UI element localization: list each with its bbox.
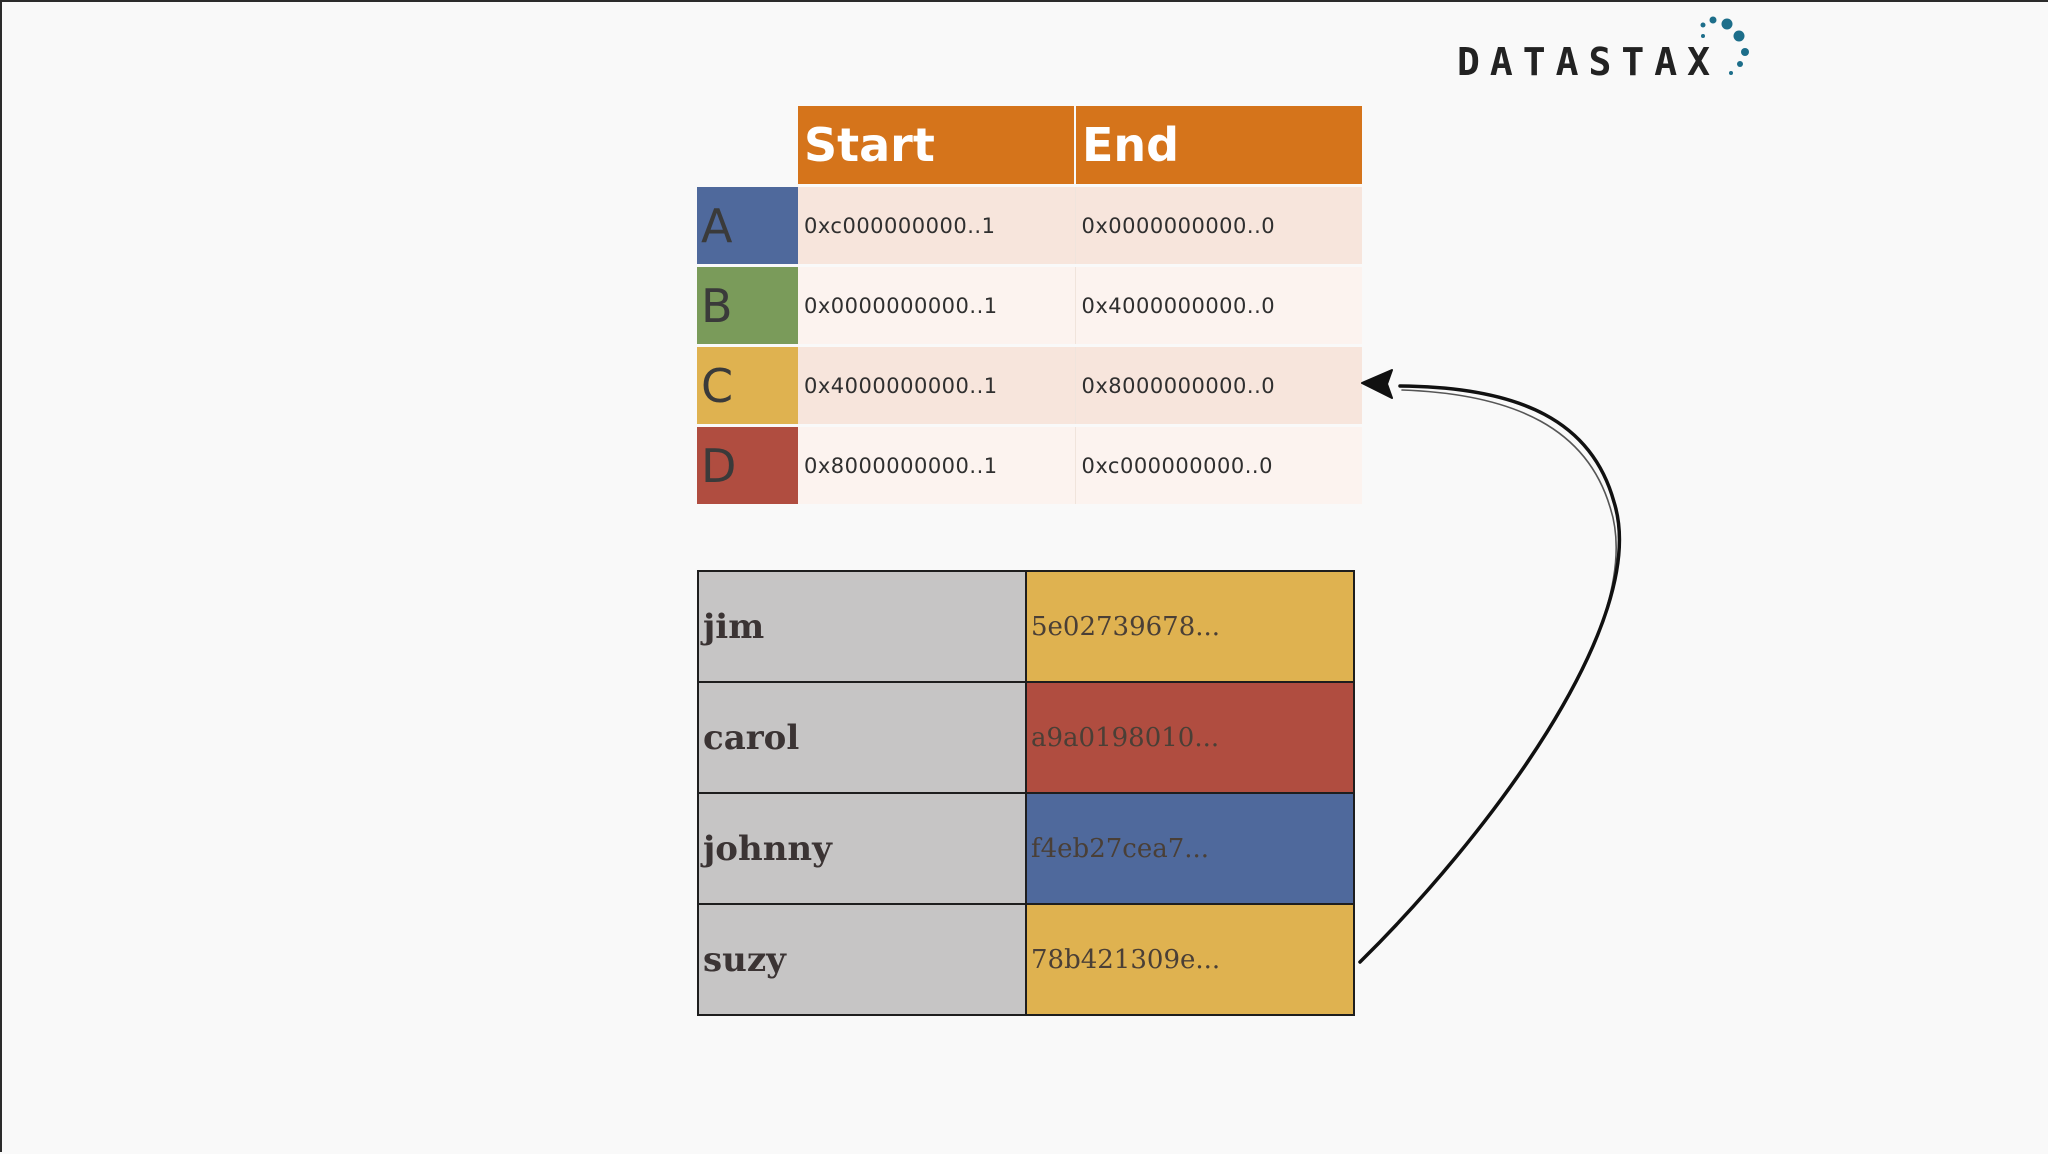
range-start: 0x4000000000..1 [798, 344, 1076, 426]
arrow-curve [1358, 384, 1622, 964]
logo-text: DATASTAX [1457, 40, 1721, 84]
key-row: suzy 78b421309e... [697, 903, 1355, 1016]
range-row-b: B 0x0000000000..1 0x4000000000..0 [697, 264, 1362, 346]
datastax-logo: DATASTAX [1457, 16, 1767, 86]
key-row: jim 5e02739678... [697, 570, 1355, 683]
range-row-d: D 0x8000000000..1 0xc000000000..0 [697, 424, 1362, 504]
range-row-c: C 0x4000000000..1 0x8000000000..0 [697, 344, 1362, 426]
range-row-a: A 0xc000000000..1 0x0000000000..0 [697, 184, 1362, 266]
key-hash: a9a0198010... [1025, 681, 1355, 794]
key-name: johnny [697, 792, 1027, 905]
node-label: B [697, 264, 798, 346]
key-name: jim [697, 570, 1027, 683]
key-row: carol a9a0198010... [697, 681, 1355, 794]
key-name: suzy [697, 903, 1027, 1016]
range-start: 0x8000000000..1 [798, 424, 1076, 504]
range-start: 0xc000000000..1 [798, 184, 1076, 266]
arrow-curve-sketch [1363, 389, 1617, 959]
key-hash-table: jim 5e02739678... carol a9a0198010... jo… [697, 570, 1355, 1016]
arrowhead-icon [1361, 369, 1393, 399]
node-label: D [697, 424, 798, 504]
key-name: carol [697, 681, 1027, 794]
key-hash: 5e02739678... [1025, 570, 1355, 683]
node-label: A [697, 184, 798, 266]
end-header: End [1075, 106, 1362, 186]
logo-dots-icon [1700, 16, 1749, 75]
range-start: 0x0000000000..1 [798, 264, 1076, 346]
key-hash: f4eb27cea7... [1025, 792, 1355, 905]
range-end: 0x8000000000..0 [1075, 344, 1362, 426]
key-hash: 78b421309e... [1025, 903, 1355, 1016]
key-row: johnny f4eb27cea7... [697, 792, 1355, 905]
range-header-row: Start End [697, 106, 1362, 186]
token-range-table: Start End A 0xc000000000..1 0x0000000000… [697, 106, 1362, 504]
start-header: Start [798, 106, 1076, 186]
range-end: 0x0000000000..0 [1075, 184, 1362, 266]
range-end: 0x4000000000..0 [1075, 264, 1362, 346]
range-end: 0xc000000000..0 [1075, 424, 1362, 504]
node-label: C [697, 344, 798, 426]
header-blank-cell [697, 106, 798, 186]
